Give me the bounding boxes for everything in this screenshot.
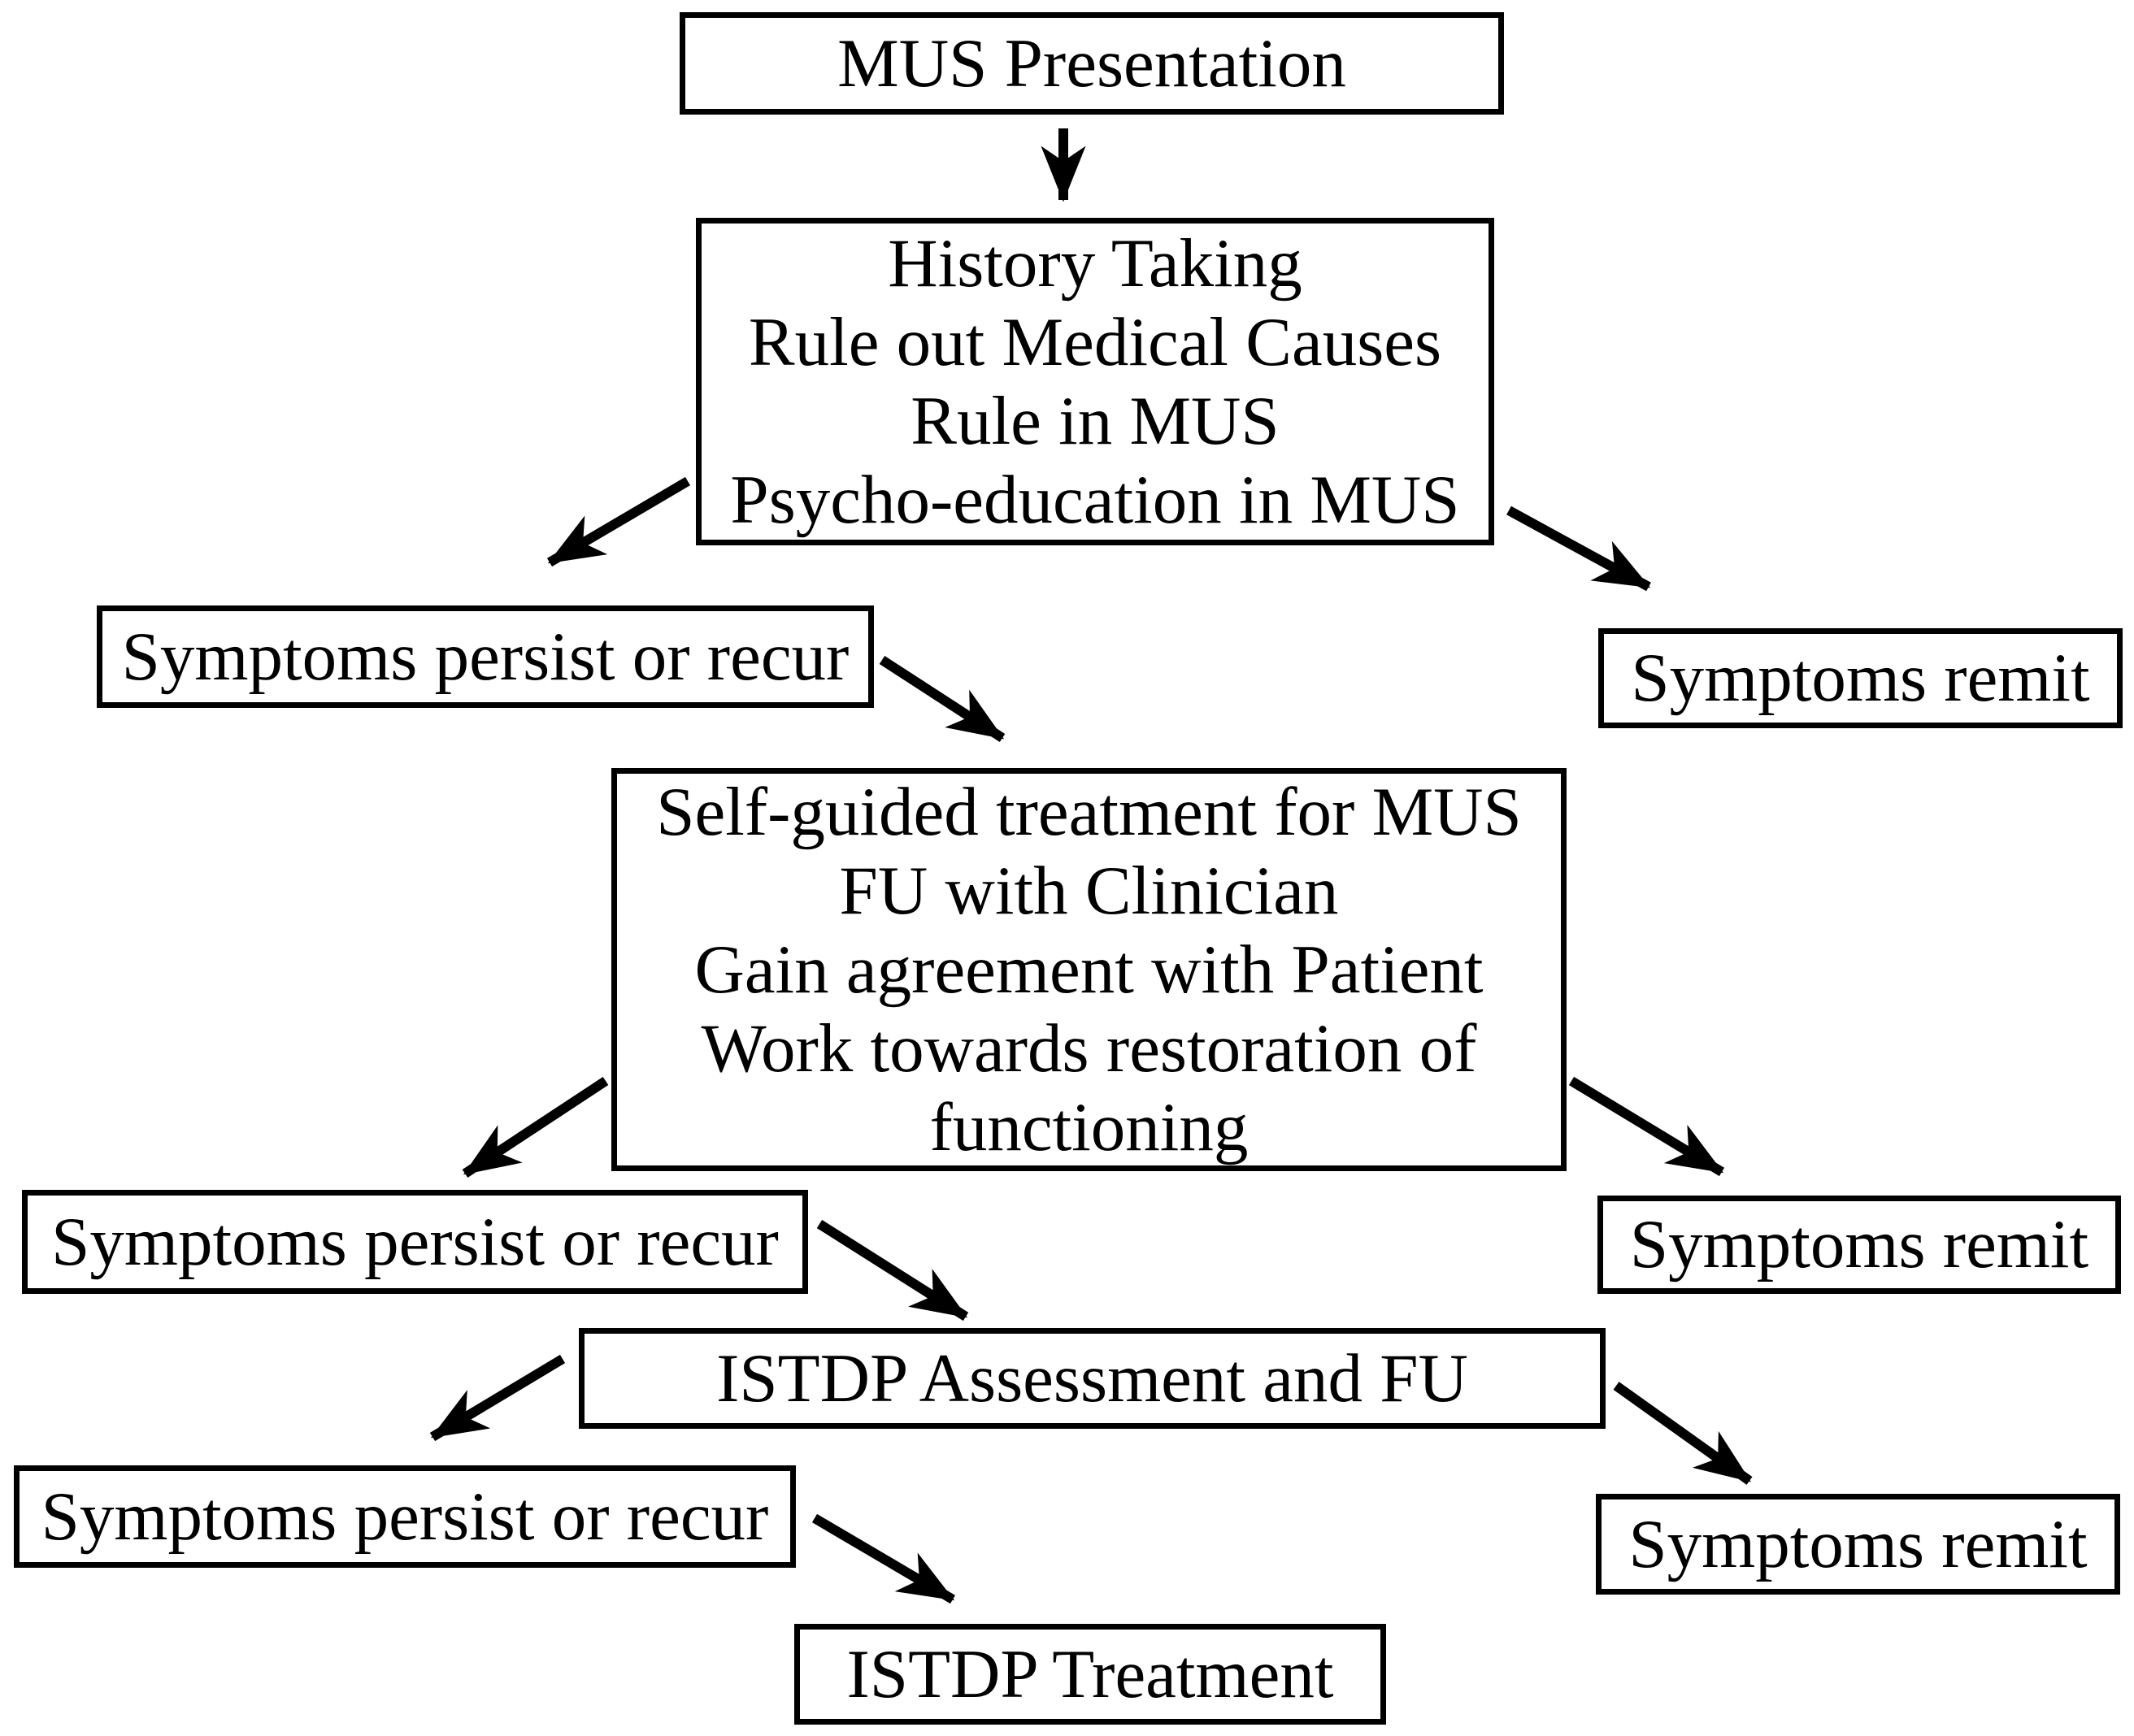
arrow-assessment-to-remit3 [1613,1382,1753,1485]
node-mus-presentation: MUS Presentation [680,12,1504,115]
node-label: Symptoms persist or recur [41,1478,769,1555]
node-line: Work towards restoration of functioning [701,1009,1477,1165]
node-label: Symptoms remit [1631,640,2090,716]
node-line: Rule in MUS [911,382,1280,459]
node-label: Symptoms persist or recur [51,1203,779,1280]
arrow-persist2-to-assessment [816,1219,969,1322]
arrow-assessment-to-persist3 [429,1354,566,1442]
node-line: History Taking [888,224,1302,302]
node-symptoms-remit-1: Symptoms remit [1598,628,2123,728]
arrow-persist3-to-treatment [811,1513,956,1604]
node-line: Self-guided treatment for MUS [656,773,1522,850]
node-line: Rule out Medical Causes [748,303,1442,380]
node-istdp-assessment: ISTDP Assessment and FU [579,1328,1606,1429]
node-istdp-treatment: ISTDP Treatment [794,1624,1386,1725]
arrow-history-to-persist1 [546,476,691,567]
node-history-taking: History Taking Rule out Medical Causes R… [696,218,1494,545]
node-symptoms-persist-2: Symptoms persist or recur [22,1190,808,1294]
node-label: MUS Presentation [837,24,1346,102]
node-label: ISTDP Treatment [846,1635,1334,1712]
node-label: ISTDP Assessment and FU [716,1339,1468,1417]
arrow-selfguided-to-persist2 [462,1076,609,1178]
arrow-selfguided-to-remit2 [1568,1076,1725,1177]
node-label: Symptoms remit [1629,1206,2089,1282]
node-label: Symptoms remit [1628,1505,2088,1582]
node-line: FU with Clinician [839,852,1339,929]
arrow-persist1-to-selfguided [879,655,1006,743]
node-symptoms-persist-3: Symptoms persist or recur [14,1465,796,1568]
node-symptoms-remit-2: Symptoms remit [1597,1196,2121,1294]
node-line: Gain agreement with Patient [694,931,1484,1008]
node-symptoms-remit-3: Symptoms remit [1596,1494,2120,1595]
arrow-history-to-remit1 [1506,506,1651,592]
node-symptoms-persist-1: Symptoms persist or recur [97,605,874,708]
node-label: Symptoms persist or recur [121,618,850,695]
node-line: Psycho-education in MUS [730,461,1460,538]
node-self-guided-treatment: Self-guided treatment for MUS FU with Cl… [611,768,1567,1171]
